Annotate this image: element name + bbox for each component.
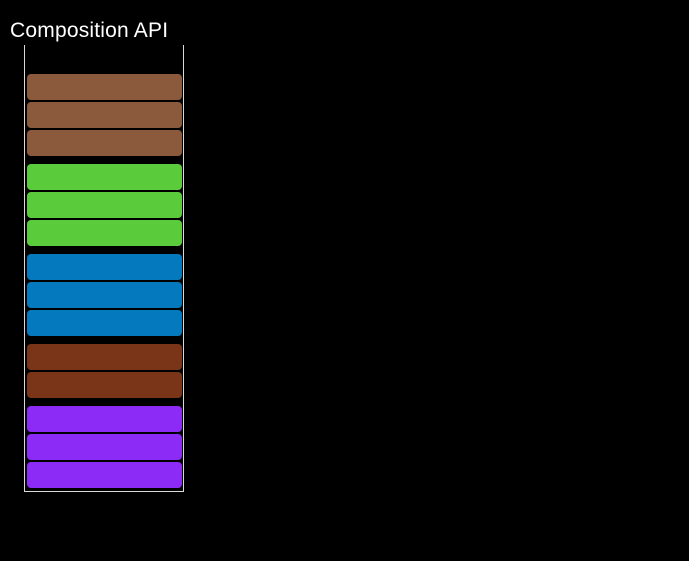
chart-bar[interactable] xyxy=(26,372,182,398)
chart-bar[interactable] xyxy=(26,192,182,218)
chart-bar[interactable] xyxy=(26,164,182,190)
page-title: Composition API xyxy=(10,19,169,42)
chart-bar[interactable] xyxy=(26,282,182,308)
chart-bar[interactable] xyxy=(26,462,182,488)
group-purple xyxy=(25,406,183,488)
chart-bar[interactable] xyxy=(26,344,182,370)
group-rust xyxy=(25,344,183,398)
group-brown xyxy=(25,74,183,156)
chart-bar[interactable] xyxy=(26,102,182,128)
group-green xyxy=(25,164,183,246)
chart-bar[interactable] xyxy=(26,406,182,432)
bar-chart-container xyxy=(24,45,184,492)
chart-bar[interactable] xyxy=(26,74,182,100)
chart-bar[interactable] xyxy=(26,220,182,246)
chart-bar[interactable] xyxy=(26,434,182,460)
chart-bar[interactable] xyxy=(26,254,182,280)
group-blue xyxy=(25,254,183,336)
chart-bar[interactable] xyxy=(26,130,182,156)
bar-stack xyxy=(25,74,183,488)
chart-bar[interactable] xyxy=(26,310,182,336)
